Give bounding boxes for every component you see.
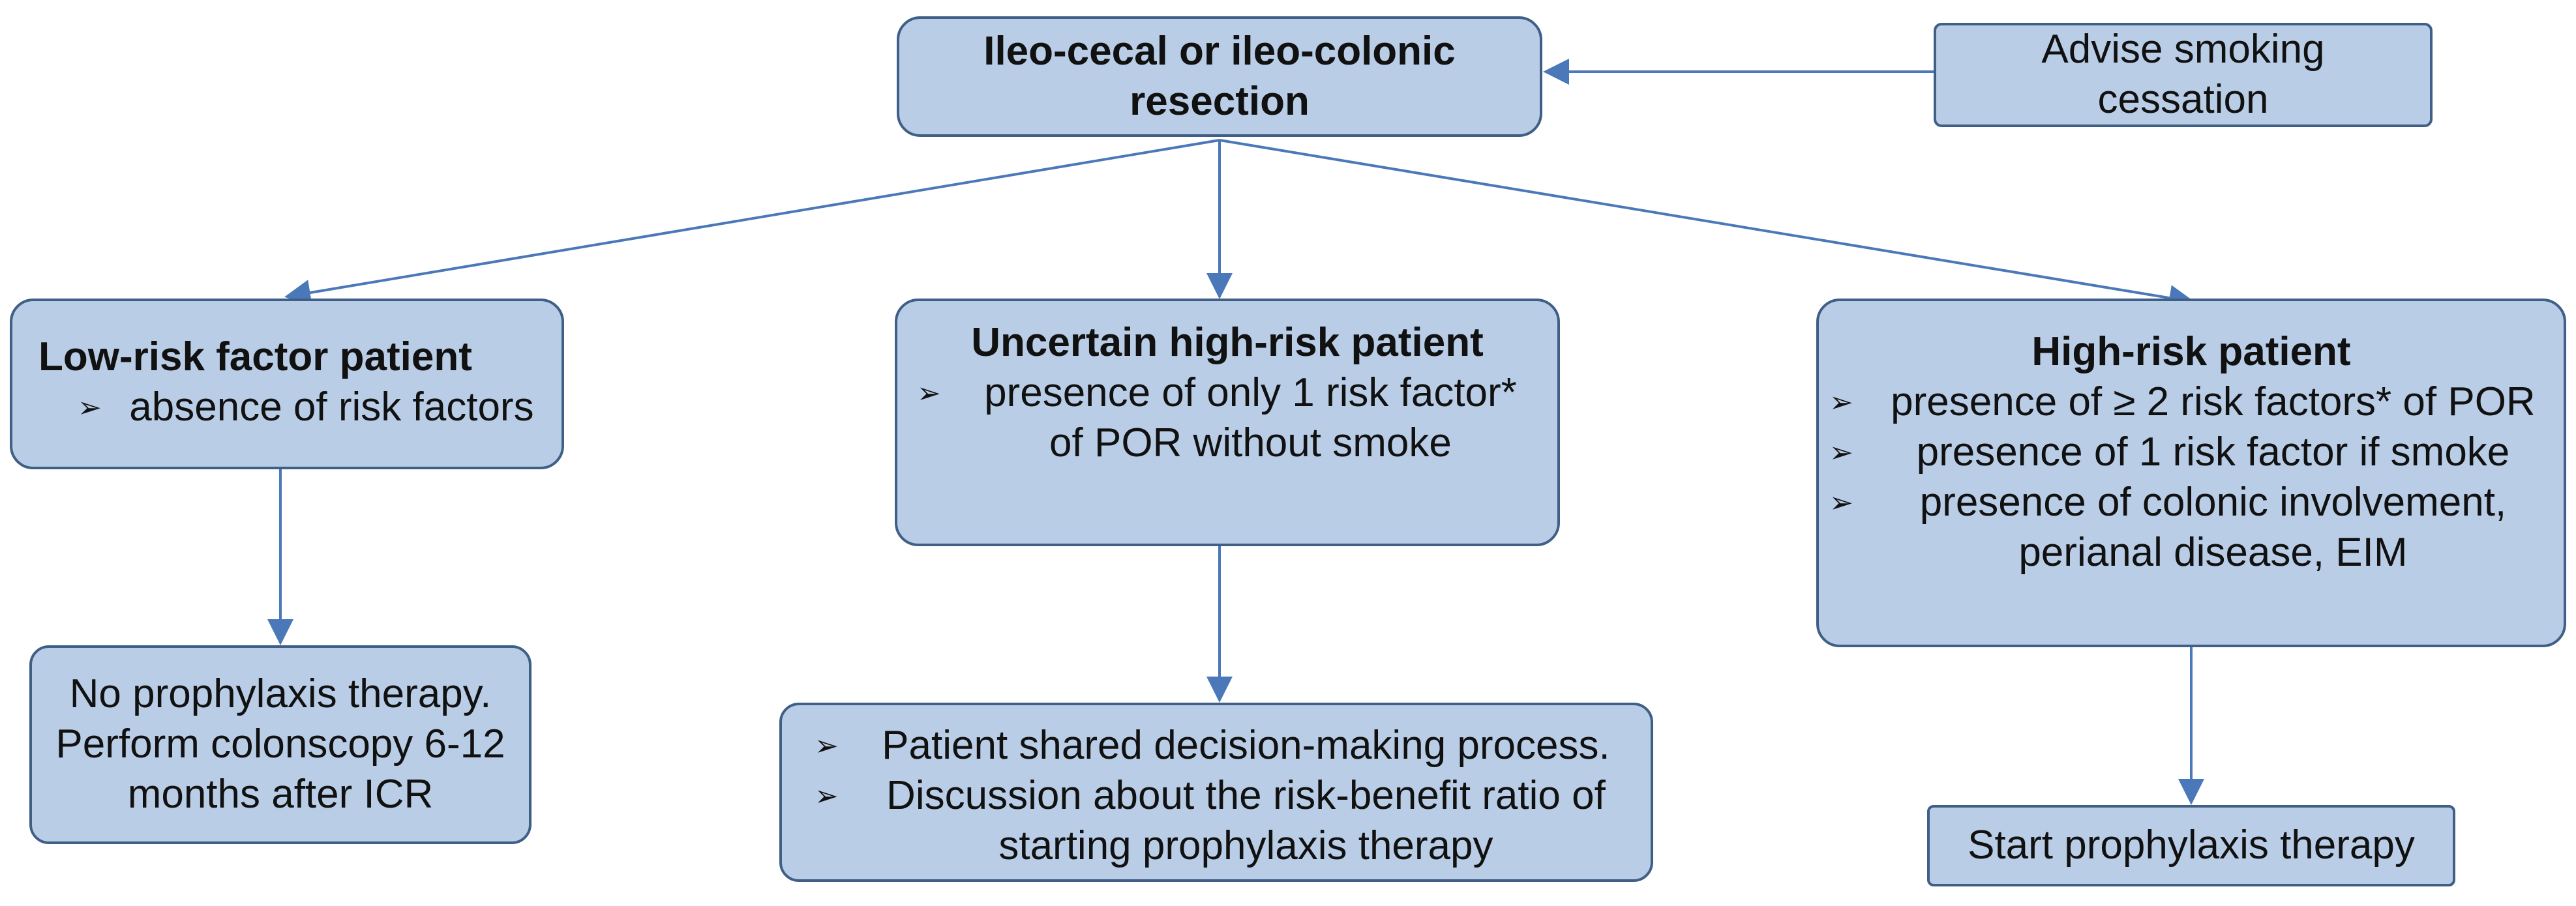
low-risk-bullet: ➢ absence of risk factors xyxy=(38,383,539,433)
resection-label: Ileo-cecal or ileo-colonic resection xyxy=(983,28,1456,124)
no-prophylaxis-line-1: No prophylaxis therapy. xyxy=(69,671,492,717)
bullet-arrow-icon: ➢ xyxy=(1829,436,1853,469)
shared-decision-bullet-text: Patient shared decision-making process. xyxy=(882,723,1610,768)
high-risk-bullet-text: presence of ≥ 2 risk factors* of POR xyxy=(1891,379,2536,424)
no-prophylaxis-node: No prophylaxis therapy. Perform colonsco… xyxy=(29,645,532,844)
bullet-arrow-icon: ➢ xyxy=(815,780,839,812)
smoking-cessation-node: Advise smoking cessation xyxy=(1934,23,2433,127)
high-risk-bullet-text: presence of colonic involvement, periana… xyxy=(1919,479,2507,575)
bullet-arrow-icon: ➢ xyxy=(1829,486,1853,519)
high-risk-bullet: ➢ presence of colonic involvement, peria… xyxy=(1829,478,2553,578)
high-risk-bullet: ➢ presence of 1 risk factor if smoke xyxy=(1829,428,2553,478)
uncertain-risk-bullet: ➢ presence of only 1 risk factor* of POR… xyxy=(917,368,1538,469)
bullet-arrow-icon: ➢ xyxy=(78,391,102,424)
smoking-cessation-label: Advise smoking cessation xyxy=(2041,27,2325,122)
shared-decision-bullet: ➢ Patient shared decision-making process… xyxy=(815,721,1631,771)
uncertain-risk-title: Uncertain high-risk patient xyxy=(971,320,1484,365)
high-risk-node: High-risk patient ➢ presence of ≥ 2 risk… xyxy=(1816,299,2566,647)
low-risk-title: Low-risk factor patient xyxy=(38,334,472,379)
low-risk-node: Low-risk factor patient ➢ absence of ris… xyxy=(10,299,564,469)
start-prophylaxis-node: Start prophylaxis therapy xyxy=(1927,805,2455,886)
low-risk-bullet-text: absence of risk factors xyxy=(129,384,534,430)
resection-node: Ileo-cecal or ileo-colonic resection xyxy=(897,16,1542,137)
uncertain-risk-bullet-text: presence of only 1 risk factor* of POR w… xyxy=(984,370,1517,465)
bullet-arrow-icon: ➢ xyxy=(917,377,941,409)
shared-decision-bullet-text: Discussion about the risk-benefit ratio … xyxy=(886,773,1606,868)
shared-decision-bullet: ➢ Discussion about the risk-benefit rati… xyxy=(815,771,1631,871)
uncertain-risk-node: Uncertain high-risk patient ➢ presence o… xyxy=(895,299,1560,546)
bullet-arrow-icon: ➢ xyxy=(815,730,839,762)
high-risk-bullet: ➢ presence of ≥ 2 risk factors* of POR xyxy=(1829,377,2553,428)
high-risk-title: High-risk patient xyxy=(2031,329,2351,374)
bullet-arrow-icon: ➢ xyxy=(1829,386,1853,418)
start-prophylaxis-label: Start prophylaxis therapy xyxy=(1968,823,2415,868)
high-risk-bullet-text: presence of 1 risk factor if smoke xyxy=(1916,429,2510,475)
no-prophylaxis-line-2: Perform colonscopy 6-12 months after ICR xyxy=(55,722,505,817)
shared-decision-node: ➢ Patient shared decision-making process… xyxy=(779,703,1653,882)
arrow-resection-to-low-risk xyxy=(284,139,1220,306)
arrow-resection-to-high-risk xyxy=(1219,139,2195,311)
